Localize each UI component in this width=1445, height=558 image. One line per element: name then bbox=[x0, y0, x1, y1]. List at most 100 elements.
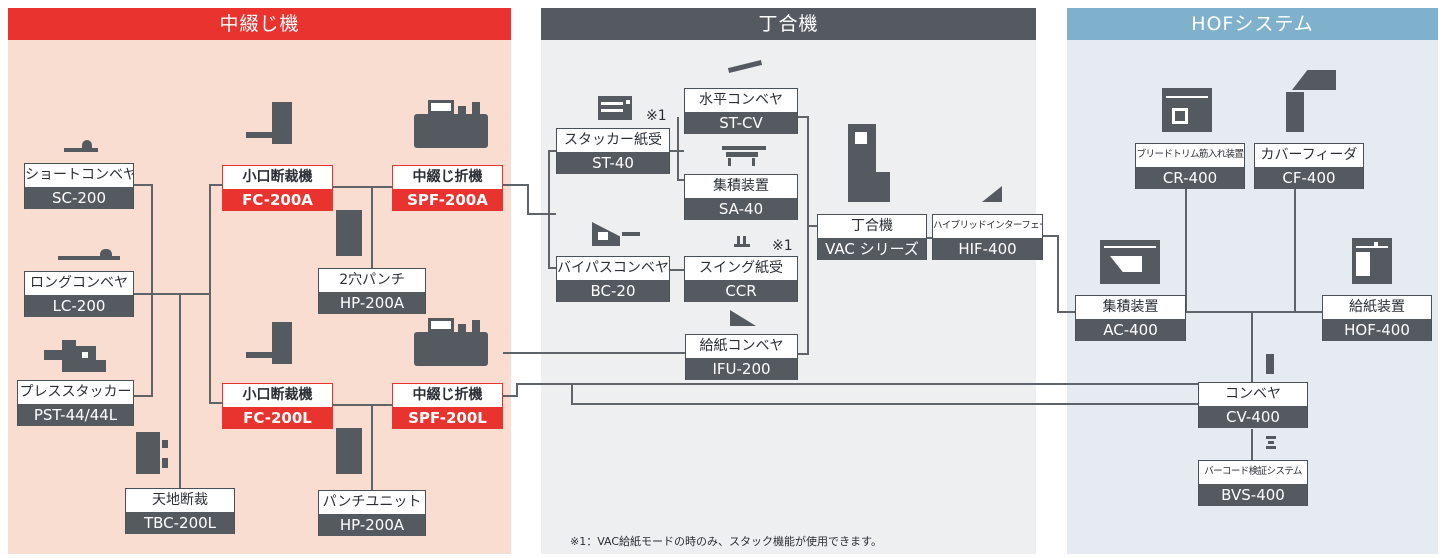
stacker-tray-icon bbox=[598, 96, 636, 122]
tbc200l-model: TBC-200L bbox=[126, 512, 234, 534]
node-cr400[interactable]: ブリードトリム筋入れ装置 CR-400 bbox=[1135, 143, 1245, 189]
fc200a-model: FC-200A bbox=[223, 189, 332, 211]
node-hp200a-2hole[interactable]: 2穴パンチ HP-200A bbox=[318, 268, 426, 314]
node-ac400[interactable]: 集積装置 AC-400 bbox=[1075, 295, 1186, 341]
node-stcv[interactable]: 水平コンベヤ ST-CV bbox=[684, 88, 798, 134]
ccr-name: スイング紙受 bbox=[699, 260, 783, 276]
bc20-model: BC-20 bbox=[557, 280, 669, 302]
press-stacker-icon bbox=[44, 336, 108, 374]
pst44-name: プレススタッカー bbox=[19, 384, 132, 400]
hof400-model: HOF-400 bbox=[1323, 319, 1431, 341]
node-st40[interactable]: スタッカー紙受 ST-40 bbox=[556, 128, 670, 174]
hp200a-2hole-model: HP-200A bbox=[319, 292, 425, 314]
panel-collator-title: 丁合機 bbox=[541, 8, 1036, 40]
bvs400-model: BVS-400 bbox=[1199, 484, 1307, 506]
node-hp200a-unit[interactable]: パンチユニット HP-200A bbox=[318, 490, 426, 536]
spf200l-cv400-line bbox=[503, 383, 1198, 405]
spf200l-name: 中綴じ折機 bbox=[412, 387, 483, 403]
lc200-model: LC-200 bbox=[25, 295, 133, 317]
conveyor-cv400-icon bbox=[1266, 354, 1276, 376]
node-bvs400[interactable]: バーコード検証システム BVS-400 bbox=[1198, 460, 1308, 506]
short-conveyor-icon bbox=[64, 132, 100, 156]
st40-model: ST-40 bbox=[557, 152, 669, 174]
st40-note-mark: ※1 bbox=[646, 108, 667, 124]
panel-hof-title: HOFシステム bbox=[1067, 8, 1438, 40]
sc200-model: SC-200 bbox=[25, 187, 133, 209]
spf200l-model: SPF-200L bbox=[393, 407, 502, 429]
node-sa40[interactable]: 集積装置 SA-40 bbox=[684, 174, 798, 220]
ac400-model: AC-400 bbox=[1076, 319, 1185, 341]
hif-hof-line bbox=[1043, 235, 1075, 313]
st40-stcv-sa40-line bbox=[670, 117, 684, 181]
bc20-name: バイパスコンベヤ bbox=[557, 260, 669, 276]
trim-crease-icon bbox=[1162, 88, 1216, 134]
hif400-name: ハイブリッドインターフェース bbox=[933, 220, 1042, 231]
hp200a-unit-name: パンチユニット bbox=[322, 494, 422, 510]
interface-icon bbox=[982, 186, 1004, 204]
accumulator-sa40-icon bbox=[722, 146, 768, 168]
ccr-note-mark: ※1 bbox=[772, 238, 793, 254]
bypass-conveyor-icon bbox=[592, 222, 644, 250]
node-spf200a[interactable]: 中綴じ折機 SPF-200A bbox=[392, 165, 503, 211]
stcv-model: ST-CV bbox=[685, 112, 797, 134]
ifu200-model: IFU-200 bbox=[686, 358, 797, 380]
punch-bottom-icon bbox=[336, 428, 366, 476]
footnote: ※1：VAC給紙モードの時のみ、スタック機能が使用できます。 bbox=[570, 535, 882, 548]
spf200a-collator-line bbox=[503, 184, 556, 215]
node-fc200l[interactable]: 小口断裁機 FC-200L bbox=[222, 383, 333, 429]
cutter-top-icon bbox=[244, 102, 296, 148]
folder-top-icon bbox=[414, 100, 490, 150]
node-tbc200l[interactable]: 天地断裁 TBC-200L bbox=[125, 488, 235, 534]
node-hof400[interactable]: 給紙装置 HOF-400 bbox=[1322, 295, 1432, 341]
cv400-model: CV-400 bbox=[1199, 406, 1307, 428]
spf200a-name: 中綴じ折機 bbox=[412, 169, 483, 185]
cf400-model: CF-400 bbox=[1255, 167, 1363, 189]
ac400-name: 集積装置 bbox=[1102, 299, 1159, 315]
node-bc20[interactable]: バイパスコンベヤ BC-20 bbox=[556, 256, 670, 302]
vac-name: 丁合機 bbox=[851, 218, 893, 234]
cv400-name: コンベヤ bbox=[1225, 386, 1281, 402]
node-pst44[interactable]: プレススタッカー PST-44/44L bbox=[17, 380, 134, 426]
cutter-bus-line bbox=[209, 184, 222, 404]
ccr-model: CCR bbox=[685, 280, 797, 302]
lc200-name: ロングコンベヤ bbox=[30, 275, 128, 291]
ifu200-name: 給紙コンベヤ bbox=[699, 338, 784, 354]
node-spf200l[interactable]: 中綴じ折機 SPF-200L bbox=[392, 383, 503, 429]
collator-tower-icon bbox=[848, 124, 894, 204]
tbc200l-name: 天地断裁 bbox=[152, 492, 208, 508]
hif400-model: HIF-400 bbox=[933, 238, 1042, 260]
st40-name: スタッカー紙受 bbox=[564, 132, 662, 148]
swing-tray-icon bbox=[734, 236, 752, 248]
cr400-name: ブリードトリム筋入れ装置 bbox=[1136, 149, 1244, 160]
node-cf400[interactable]: カバーフィーダ CF-400 bbox=[1254, 143, 1364, 189]
st40-bc20-bracket-line bbox=[548, 150, 556, 269]
node-hif400[interactable]: ハイブリッドインターフェース HIF-400 bbox=[932, 214, 1043, 260]
node-ifu200[interactable]: 給紙コンベヤ IFU-200 bbox=[685, 334, 798, 380]
cf400-name: カバーフィーダ bbox=[1260, 147, 1358, 163]
fc200l-name: 小口断裁機 bbox=[242, 387, 313, 403]
hof400-name: 給紙装置 bbox=[1349, 299, 1405, 315]
feed-conveyor-icon bbox=[730, 310, 760, 328]
node-fc200a[interactable]: 小口断裁機 FC-200A bbox=[222, 165, 333, 211]
long-conveyor-icon bbox=[58, 240, 122, 264]
trimmer-icon bbox=[136, 432, 172, 476]
vac-model: VAC シリーズ bbox=[818, 238, 926, 260]
node-vac[interactable]: 丁合機 VAC シリーズ bbox=[817, 214, 927, 260]
node-cv400[interactable]: コンベヤ CV-400 bbox=[1198, 382, 1308, 428]
stcv-name: 水平コンベヤ bbox=[699, 92, 783, 108]
sc200-name: ショートコンベヤ bbox=[25, 167, 133, 183]
cr400-model: CR-400 bbox=[1136, 167, 1244, 189]
panel-saddle-title: 中綴じ機 bbox=[8, 8, 511, 40]
cover-feeder-icon bbox=[1286, 70, 1338, 134]
hp200a-2hole-name: 2穴パンチ bbox=[339, 272, 405, 288]
fc200l-model: FC-200L bbox=[223, 407, 332, 429]
sa40-name: 集積装置 bbox=[713, 178, 769, 194]
accumulator-ac400-icon bbox=[1100, 240, 1162, 286]
node-sc200[interactable]: ショートコンベヤ SC-200 bbox=[24, 163, 134, 209]
collator-right-bus-line bbox=[798, 116, 809, 355]
node-lc200[interactable]: ロングコンベヤ LC-200 bbox=[24, 271, 134, 317]
node-ccr[interactable]: スイング紙受 CCR bbox=[684, 256, 798, 302]
sa40-model: SA-40 bbox=[685, 198, 797, 220]
cutter-bottom-icon bbox=[244, 322, 296, 368]
